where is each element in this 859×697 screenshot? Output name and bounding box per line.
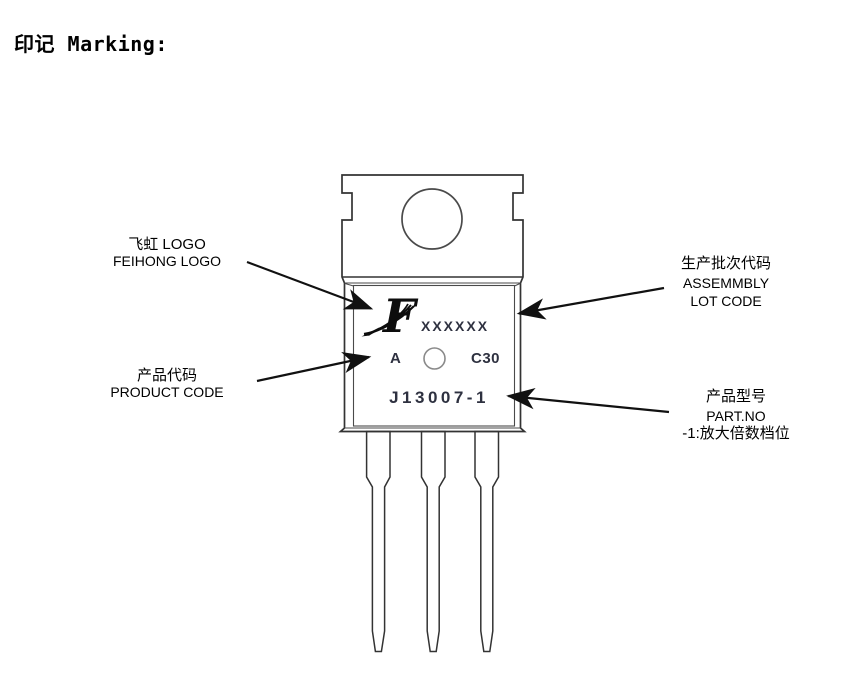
pin-2	[420, 430, 446, 653]
callout-logo-line-en: FEIHONG LOGO	[112, 253, 222, 269]
pin-3	[474, 430, 500, 653]
callout-part-no-line-note: -1:放大倍数档位	[682, 425, 790, 442]
front-face-corner-tick-tl	[344, 283, 354, 287]
callout-product-code-line-zh: 产品代码	[136, 367, 197, 384]
marking-lot-code: XXXXXX	[421, 318, 490, 334]
callout-arrow-lot-code	[516, 286, 665, 320]
marking-dot-circle	[423, 347, 446, 370]
mounting-hole	[401, 188, 463, 250]
callout-part-no-line-zh: 产品型号	[705, 388, 766, 405]
feihong-logo-icon: F	[361, 289, 419, 343]
callout-arrow-product-code	[256, 352, 372, 383]
marking-part-number: J13007-1	[389, 388, 489, 407]
marking-product-code: A	[390, 350, 401, 367]
callout-lot-code-line-en2: LOT CODE	[690, 293, 762, 309]
pin-1	[365, 430, 391, 653]
callout-label-part-no: 产品型号 PART.NO -1:放大倍数档位	[655, 388, 817, 444]
callout-logo-line-zh: 飞虹 LOGO	[128, 236, 206, 253]
callout-label-product-code: 产品代码 PRODUCT CODE	[88, 367, 246, 401]
logo-swoosh-wedge	[361, 327, 380, 337]
front-face-corner-tick-tr	[514, 283, 521, 287]
callout-arrow-logo	[246, 260, 374, 310]
callout-label-logo: 飞虹 LOGO FEIHONG LOGO	[88, 236, 246, 270]
section-title: 印记 Marking:	[14, 32, 168, 56]
callout-label-lot-code: 生产批次代码 ASSEMMBLY LOT CODE	[650, 255, 802, 311]
callout-part-no-line-en: PART.NO	[706, 407, 766, 424]
callout-product-code-line-en: PRODUCT CODE	[110, 384, 224, 400]
callout-arrow-part-no	[506, 387, 670, 414]
package-outline	[338, 174, 527, 433]
callout-lot-code-line-zh: 生产批次代码	[680, 255, 771, 272]
marking-date-code: C30	[471, 350, 501, 367]
callout-lot-code-line-en1: ASSEMMBLY	[682, 274, 770, 291]
